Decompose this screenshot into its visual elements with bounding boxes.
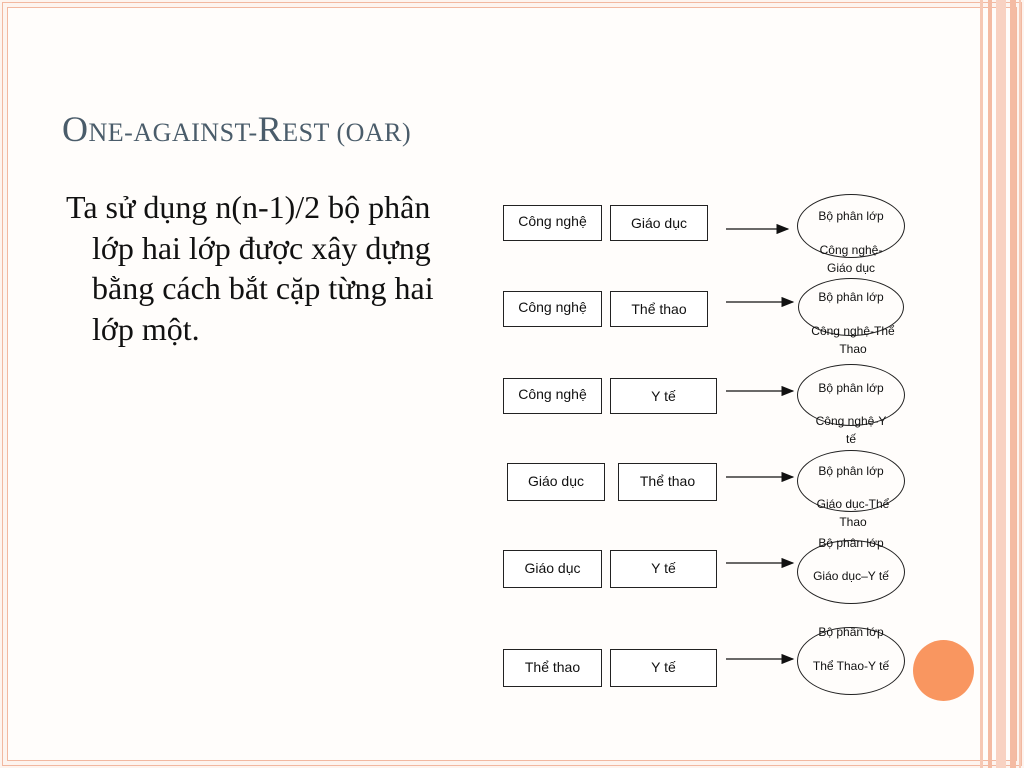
pair-label: Giáo dục–Y tế: [813, 569, 889, 583]
body-text: Ta sử dụng n(n-1)/2 bộ phân lớp hai lớp …: [66, 189, 434, 347]
classifier-label: Bộ phân lớp: [818, 464, 884, 478]
class-box-b: Giáo dục: [610, 205, 708, 241]
pair-label: Công nghệ-Y tế: [815, 414, 887, 446]
title-initial-1: O: [62, 109, 89, 149]
classifier-oval: [797, 364, 905, 426]
class-box-b: Y tế: [610, 550, 717, 588]
pair-label: Công nghệ-Thể Thao: [811, 324, 895, 356]
decorative-stripes: [974, 0, 1024, 768]
classifier-oval: [797, 540, 905, 604]
accent-circle: [913, 640, 974, 701]
class-box-a: Thể thao: [503, 649, 602, 687]
title-part-2: est (OAR): [282, 118, 412, 147]
pair-label: Giáo dục-Thể Thao: [816, 497, 890, 529]
classifier-label: Bộ phân lớp: [818, 290, 884, 304]
class-box-b: Y tế: [610, 378, 717, 414]
classifier-label: Bộ phân lớp: [818, 536, 884, 550]
class-box-a: Công nghệ: [503, 378, 602, 414]
slide-title: One-against-Rest (OAR): [62, 108, 411, 150]
class-box-a: Giáo dục: [503, 550, 602, 588]
classifier-oval: [797, 194, 905, 258]
class-box-b: Thể thao: [618, 463, 717, 501]
pair-label: Thể Thao-Y tế: [812, 659, 890, 673]
title-initial-2: R: [257, 109, 283, 149]
class-box-a: Giáo dục: [507, 463, 605, 501]
title-part-1: ne-against-: [88, 118, 258, 147]
classifier-oval: [797, 450, 905, 512]
classifier-oval: [798, 278, 904, 336]
classifier-oval: [797, 627, 905, 695]
classifier-label: Bộ phân lớp: [818, 381, 884, 395]
class-box-b: Y tế: [610, 649, 717, 687]
class-box-a: Công nghệ: [503, 291, 602, 327]
classifier-label: Bộ phân lớp: [818, 209, 884, 223]
class-box-b: Thể thao: [610, 291, 708, 327]
pair-label: Công nghệ-Giáo dục: [819, 243, 883, 275]
class-box-a: Công nghệ: [503, 205, 602, 241]
classifier-label: Bộ phân lớp: [818, 625, 884, 639]
